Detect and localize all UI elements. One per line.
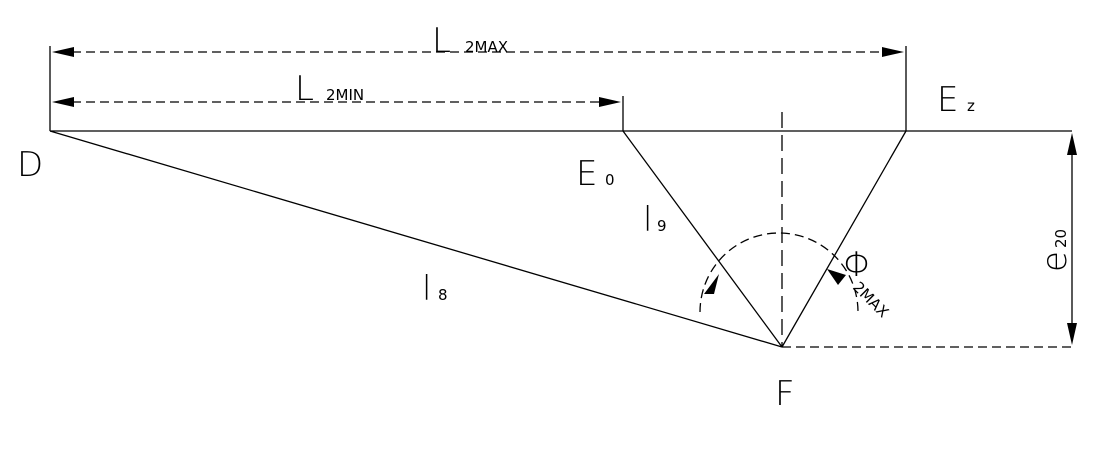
svg-text:l: l [643, 200, 652, 240]
arrow-right-icon [599, 97, 621, 107]
svg-text:Φ: Φ [843, 245, 872, 285]
dimension-e20 [1067, 133, 1077, 345]
svg-text:2MAX: 2MAX [465, 38, 508, 56]
svg-text:8: 8 [438, 286, 448, 304]
dimension-l2min [52, 97, 621, 107]
svg-text:z: z [967, 97, 975, 115]
angle-arc-phi [699, 232, 859, 313]
label-d: D [17, 145, 43, 185]
svg-text:L: L [295, 69, 314, 109]
svg-text:l: l [422, 269, 431, 309]
arrow-right-icon [882, 47, 904, 57]
link-l8 [49, 130, 783, 348]
dimension-l2max [52, 47, 904, 57]
arrow-angle-left-icon [704, 274, 719, 294]
label-e20: e 20 [1035, 229, 1075, 272]
svg-text:e: e [1035, 251, 1075, 272]
arrow-left-icon [52, 97, 74, 107]
label-l2min: L 2MIN [295, 69, 364, 109]
label-ez: E z [937, 80, 975, 120]
svg-text:2MIN: 2MIN [326, 86, 364, 104]
label-l9: l 9 [643, 200, 667, 240]
arrow-up-icon [1067, 133, 1077, 155]
arrow-left-icon [52, 47, 74, 57]
link-l9 [622, 130, 783, 348]
svg-text:0: 0 [605, 171, 615, 189]
label-e0: E 0 [576, 154, 615, 194]
svg-text:E: E [576, 154, 597, 194]
svg-text:20: 20 [1052, 229, 1070, 248]
svg-text:E: E [937, 80, 958, 120]
link-ez-f [781, 130, 907, 348]
svg-text:L: L [432, 21, 451, 61]
arrow-down-icon [1067, 323, 1077, 345]
label-l2max: L 2MAX [432, 21, 508, 61]
label-f: F [775, 374, 795, 414]
svg-text:9: 9 [657, 217, 667, 235]
label-phi-2max: Φ 2MAX [843, 245, 892, 321]
arrow-angle-right-icon [827, 269, 846, 285]
label-l8: l 8 [422, 269, 448, 309]
